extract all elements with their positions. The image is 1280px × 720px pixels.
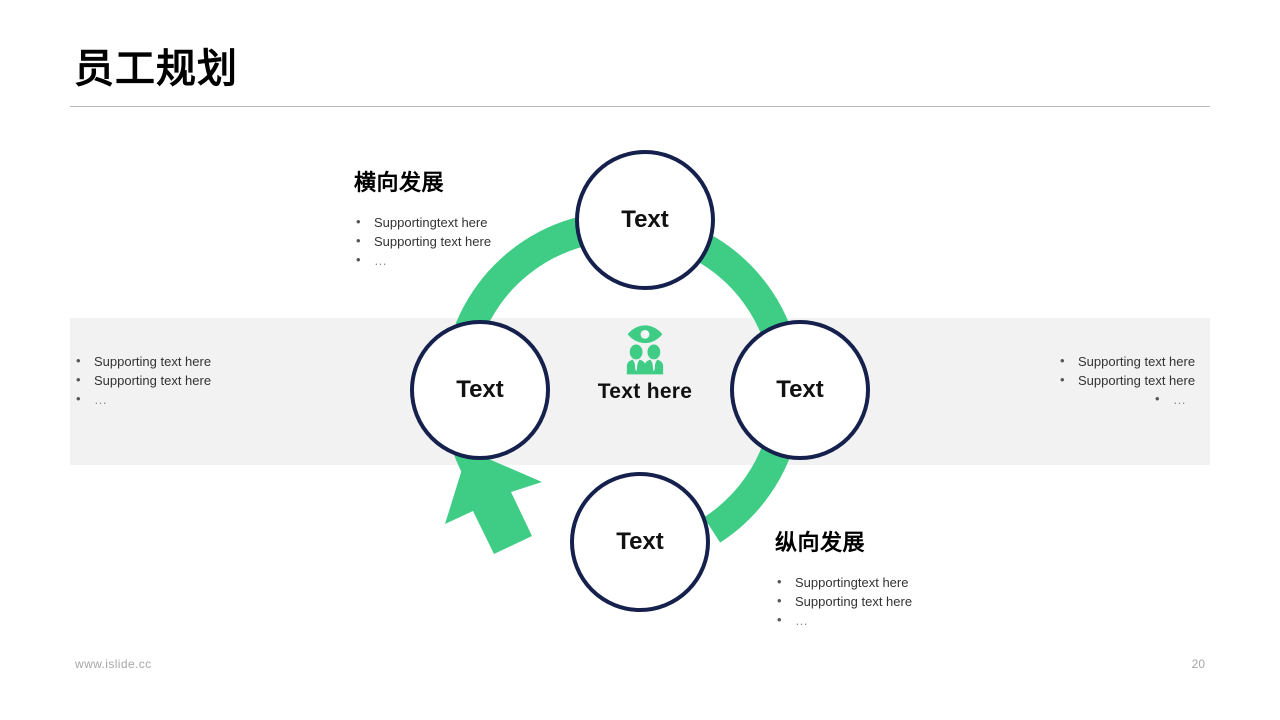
cycle-diagram: Text Text Text Text [390, 130, 900, 640]
group-heading: 纵向发展 [775, 530, 866, 555]
list-item: … [354, 250, 491, 270]
cycle-node-label: Text [616, 528, 664, 555]
list-item: … [1058, 389, 1195, 409]
list-item: Supportingtext here [775, 572, 912, 592]
arrow-head-icon [445, 450, 542, 554]
page-title: 员工规划 [74, 47, 238, 91]
bullet-list: Supporting text here Supporting text her… [1058, 351, 1195, 410]
list-item: Supporting text here [74, 351, 211, 371]
cycle-node-bottom[interactable]: Text [570, 472, 710, 612]
text-group-top-left: 横向发展 Supportingtext here Supporting text… [354, 165, 491, 271]
center-block: Text here [545, 322, 745, 404]
list-item: Supporting text here [1058, 370, 1195, 390]
center-label: Text here [597, 380, 693, 403]
page-number: 20 [1191, 657, 1205, 671]
cycle-node-right[interactable]: Text [730, 320, 870, 460]
text-group-mid-left: Supporting text here Supporting text her… [74, 351, 211, 410]
title-divider [70, 106, 1210, 107]
bullet-list: Supportingtext here Supporting text here… [775, 572, 912, 631]
team-vision-icon [626, 325, 664, 375]
list-item: … [775, 610, 912, 630]
footer-url: www.islide.cc [75, 657, 152, 671]
list-item: Supporting text here [354, 231, 491, 251]
cycle-node-top[interactable]: Text [575, 150, 715, 290]
highlight-band [70, 318, 1210, 465]
bullet-list: Supporting text here Supporting text her… [74, 351, 211, 410]
cycle-node-label: Text [456, 376, 504, 403]
cycle-node-left[interactable]: Text [410, 320, 550, 460]
cycle-node-label: Text [776, 376, 824, 403]
list-item: Supporting text here [74, 370, 211, 390]
list-item: Supporting text here [775, 591, 912, 611]
list-item: Supportingtext here [354, 212, 491, 232]
list-item: Supporting text here [1058, 351, 1195, 371]
bullet-list: Supportingtext here Supporting text here… [354, 212, 491, 271]
text-group-mid-right: Supporting text here Supporting text her… [1058, 351, 1195, 410]
text-group-bottom-right: 纵向发展 Supportingtext here Supporting text… [775, 525, 912, 631]
group-heading: 横向发展 [354, 170, 445, 195]
list-item: … [74, 389, 211, 409]
cycle-node-label: Text [621, 206, 669, 233]
